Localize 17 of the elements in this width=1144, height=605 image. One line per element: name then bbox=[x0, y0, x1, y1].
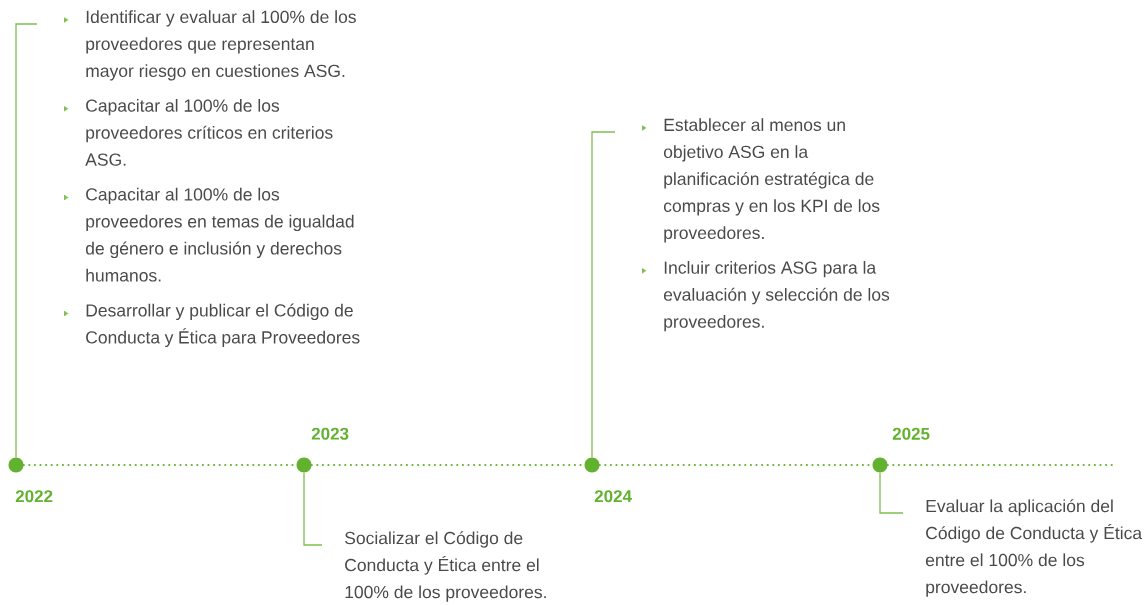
goal-text: Establecer al menos un objetivo ASG en la planificación estratégica de compras y en los KPI de los proveedores. bbox=[663, 118, 880, 243]
year-label: 2025 bbox=[892, 427, 930, 440]
goal-text: Evaluar la aplicación del Código de Conducta y Ética entre el 100% de los proveedores. bbox=[925, 499, 1143, 597]
leader-line bbox=[303, 472, 323, 546]
goal-text: Capacitar al 100% de los proveedores en temas de igualdad de género e inclusión y derechos humanos. bbox=[85, 187, 354, 282]
goal-text: Identificar y evaluar al 100% de los proveedores que representan mayor riesgo en cuestiones ASG. bbox=[86, 10, 356, 81]
goal-text: Capacitar al 100% de los proveedores críticos en criterios ASG. bbox=[85, 98, 333, 166]
year-label: 2022 bbox=[15, 490, 53, 503]
dotted-timeline bbox=[886, 463, 1114, 467]
goal-text: Desarrollar y publicar el Código de Conducta y Ética para Proveedores bbox=[86, 303, 360, 348]
goal-text: Socializar el Código de Conducta y Ética entre el 100% de los proveedores. bbox=[345, 531, 546, 602]
leader-line bbox=[591, 131, 616, 458]
year-label: 2024 bbox=[594, 490, 632, 503]
leader-line bbox=[15, 23, 38, 458]
leader-line bbox=[879, 472, 904, 514]
year-label: 2023 bbox=[311, 427, 349, 440]
goal-text: Incluir criterios ASG para la evaluación y selección de los proveedores. bbox=[663, 260, 890, 332]
